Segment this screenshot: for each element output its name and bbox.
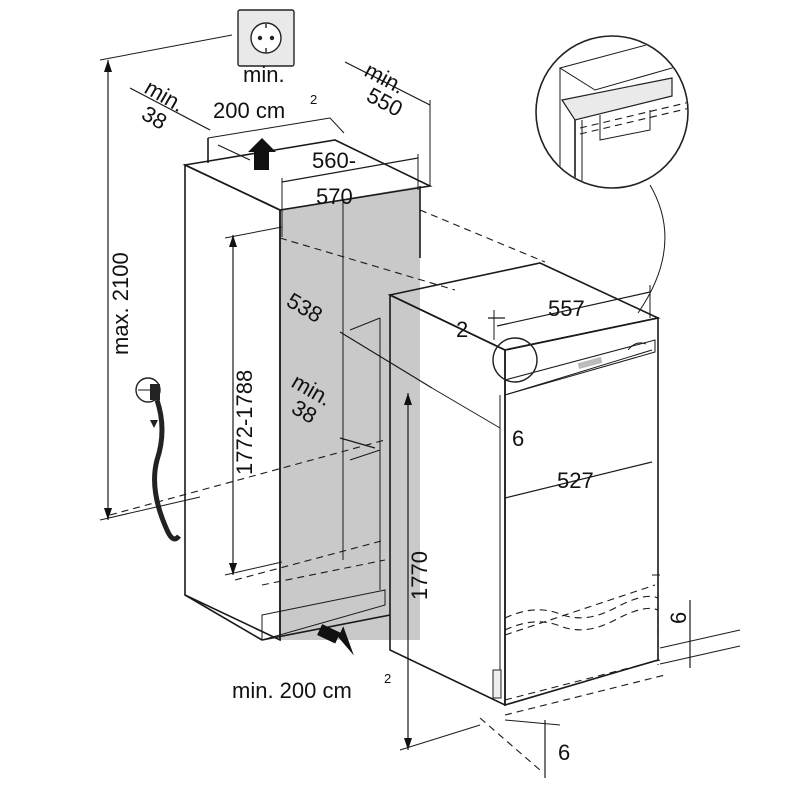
label-offset-six-mid: 6 bbox=[512, 426, 524, 451]
detail-magnifier-icon bbox=[492, 35, 689, 383]
label-vent-bottom: min. 200 cm bbox=[232, 678, 352, 703]
label-width-range-b: 570 bbox=[316, 184, 353, 209]
label-vent-top-min: min. bbox=[243, 62, 285, 87]
cabinet-niche bbox=[182, 117, 433, 642]
appliance-unit bbox=[387, 262, 661, 707]
label-vent-top-area: 200 cm bbox=[213, 98, 285, 123]
air-outflow-arrow-icon bbox=[248, 138, 276, 170]
label-foot-six-right: 6 bbox=[666, 612, 691, 624]
water-connection-icon bbox=[135, 377, 181, 542]
label-vent-bottom-sup: 2 bbox=[384, 671, 391, 686]
label-vent-top-sup: 2 bbox=[310, 92, 317, 107]
power-socket-icon bbox=[237, 9, 295, 67]
label-appliance-height: 1770 bbox=[407, 551, 432, 600]
label-width-range-a: 560- bbox=[312, 148, 356, 173]
label-max-height: max. 2100 bbox=[108, 252, 133, 355]
label-door-width: 527 bbox=[557, 468, 594, 493]
air-inflow-arrow-icon bbox=[317, 624, 354, 656]
dimension-lines bbox=[99, 34, 741, 778]
label-niche-height: 1772-1788 bbox=[232, 370, 257, 475]
label-foot-six-bottom: 6 bbox=[558, 740, 570, 765]
label-gap-two: 2 bbox=[456, 317, 468, 342]
label-appliance-width-top: 557 bbox=[548, 296, 585, 321]
